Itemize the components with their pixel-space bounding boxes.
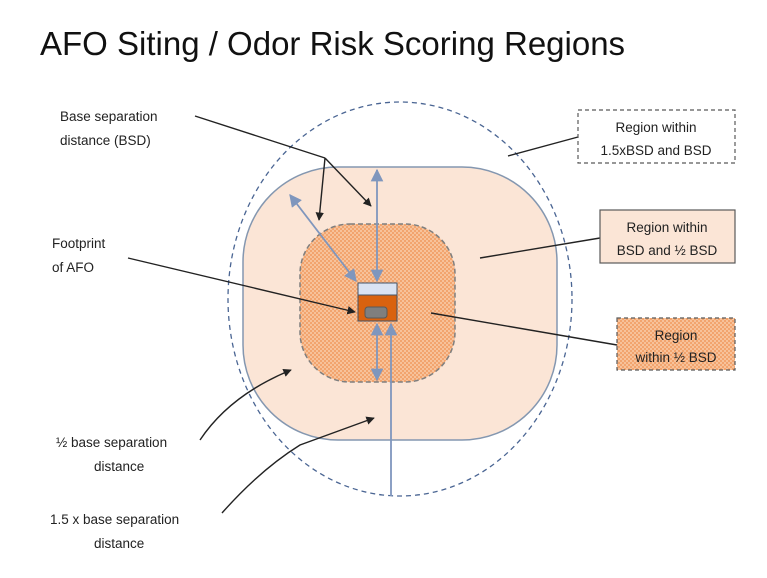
svg-text:distance (BSD): distance (BSD)	[60, 133, 151, 148]
svg-text:distance: distance	[94, 459, 144, 474]
svg-text:of AFO: of AFO	[52, 260, 94, 275]
svg-text:½ base separation: ½ base separation	[56, 435, 167, 450]
svg-text:Region within: Region within	[626, 220, 707, 235]
legend-outer-region: Region within 1.5xBSD and BSD	[577, 109, 736, 164]
svg-text:1.5xBSD and BSD: 1.5xBSD and BSD	[600, 143, 711, 158]
page-title: AFO Siting / Odor Risk Scoring Regions	[40, 25, 625, 62]
svg-text:Footprint: Footprint	[52, 236, 106, 251]
svg-text:Base separation: Base separation	[60, 109, 158, 124]
svg-text:Region within: Region within	[615, 120, 696, 135]
svg-text:BSD and ½ BSD: BSD and ½ BSD	[617, 243, 718, 258]
label-one-half-bsd: 1.5 x base separation distance	[50, 512, 179, 551]
svg-text:Region: Region	[655, 328, 698, 343]
svg-text:1.5 x base separation: 1.5 x base separation	[50, 512, 179, 527]
label-half-bsd: ½ base separation distance	[56, 435, 167, 474]
callout-lines	[127, 115, 618, 514]
distance-arrows	[289, 168, 398, 496]
label-bsd: Base separation distance (BSD)	[60, 109, 158, 148]
legend-inner-region: Region within ½ BSD	[616, 317, 736, 371]
afo-footprint	[357, 282, 398, 322]
legend-middle-region: Region within BSD and ½ BSD	[599, 209, 736, 264]
outer-region-boundary	[227, 101, 573, 497]
svg-text:distance: distance	[94, 536, 144, 551]
svg-text:within ½ BSD: within ½ BSD	[634, 350, 716, 365]
label-footprint: Footprint of AFO	[52, 236, 106, 275]
